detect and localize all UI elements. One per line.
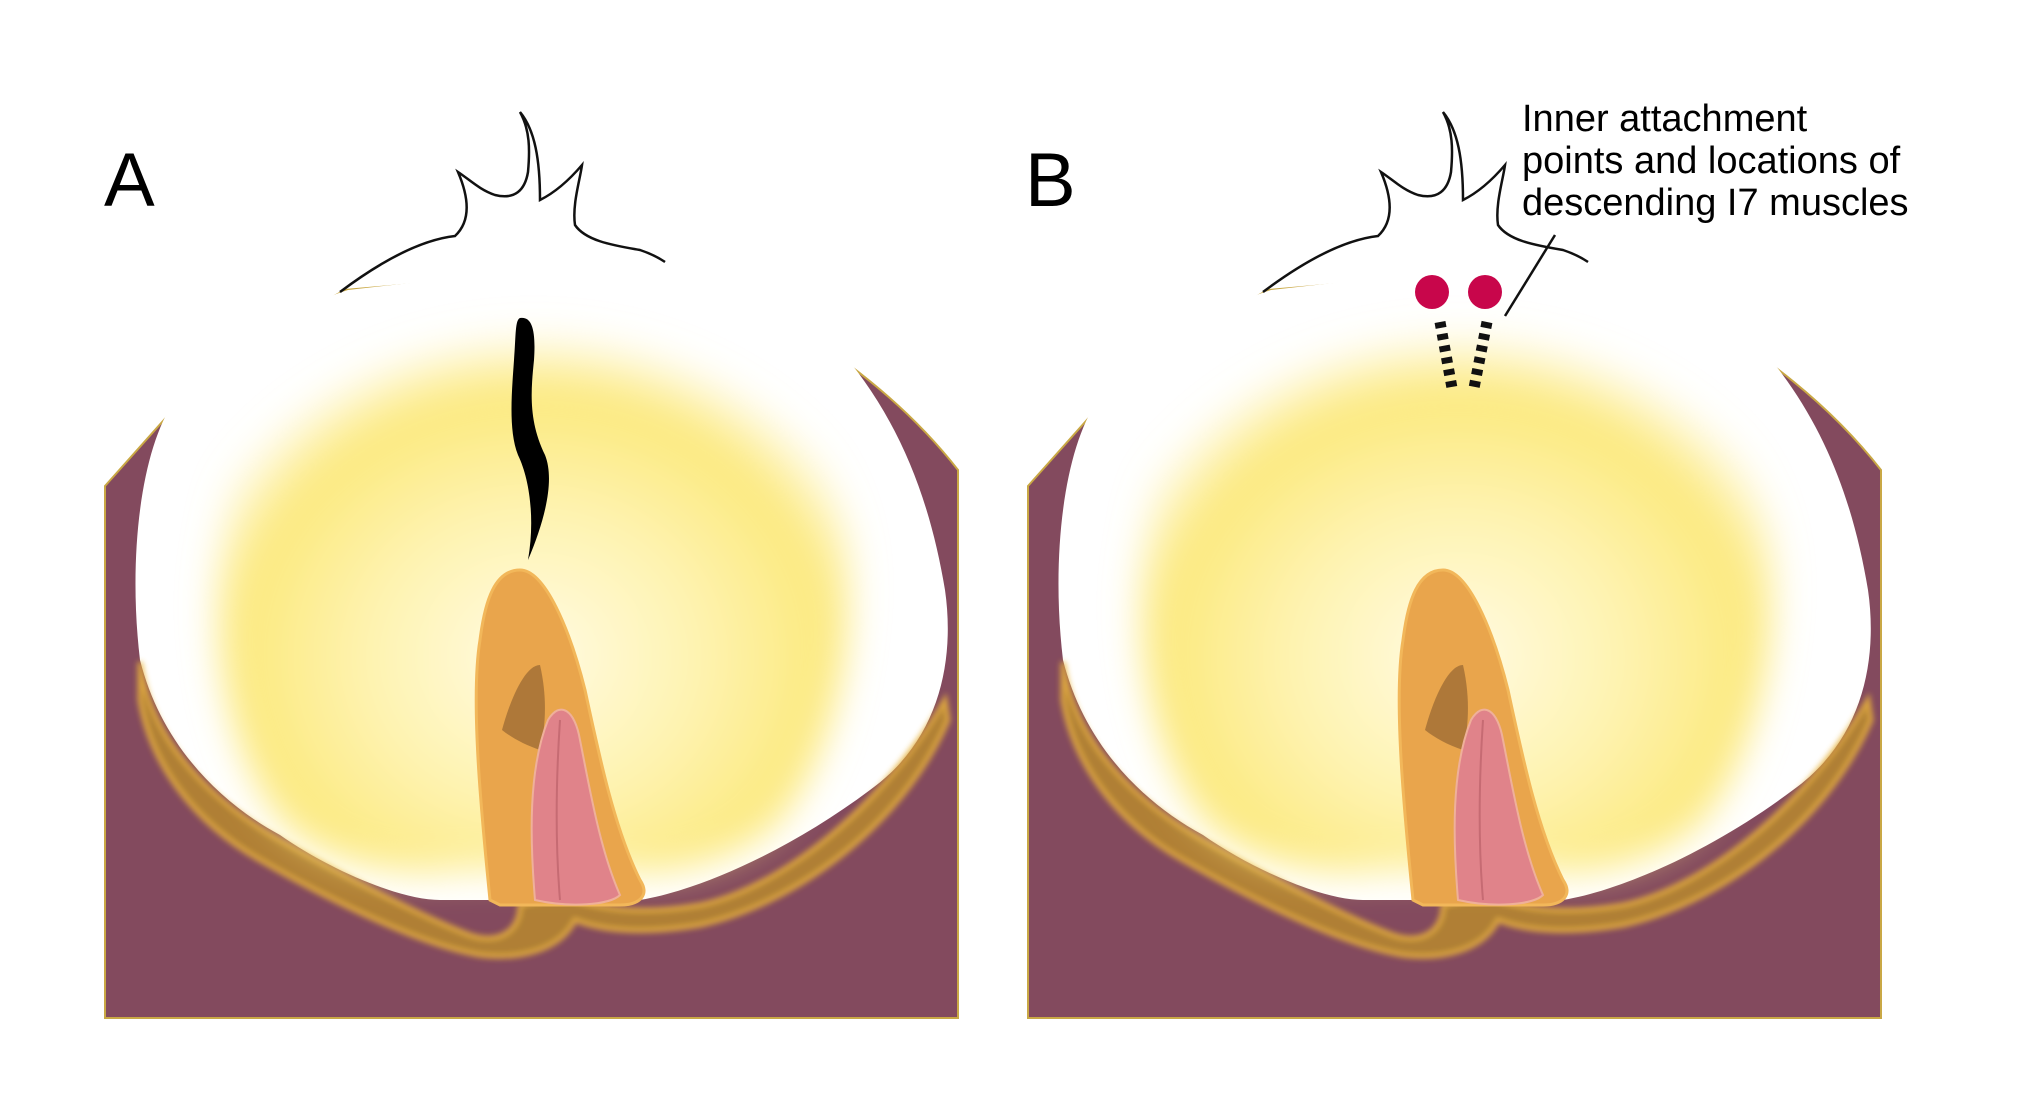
panel-a: A — [104, 112, 958, 1018]
panel-label-b: B — [1025, 138, 1076, 223]
annotation-pointer — [1503, 234, 1557, 317]
attachment-dot-right — [1468, 275, 1502, 309]
annotation-line-2: points and locations of — [1522, 140, 1901, 182]
annotation-line-1: Inner attachment — [1522, 98, 1808, 140]
panel-label-a: A — [104, 138, 155, 223]
panel-b: B Inner attachment points and locations … — [1025, 98, 1909, 1018]
attachment-dot-left — [1415, 275, 1449, 309]
annotation-line-3: descending I7 muscles — [1522, 182, 1909, 224]
slit-shape — [511, 317, 549, 560]
